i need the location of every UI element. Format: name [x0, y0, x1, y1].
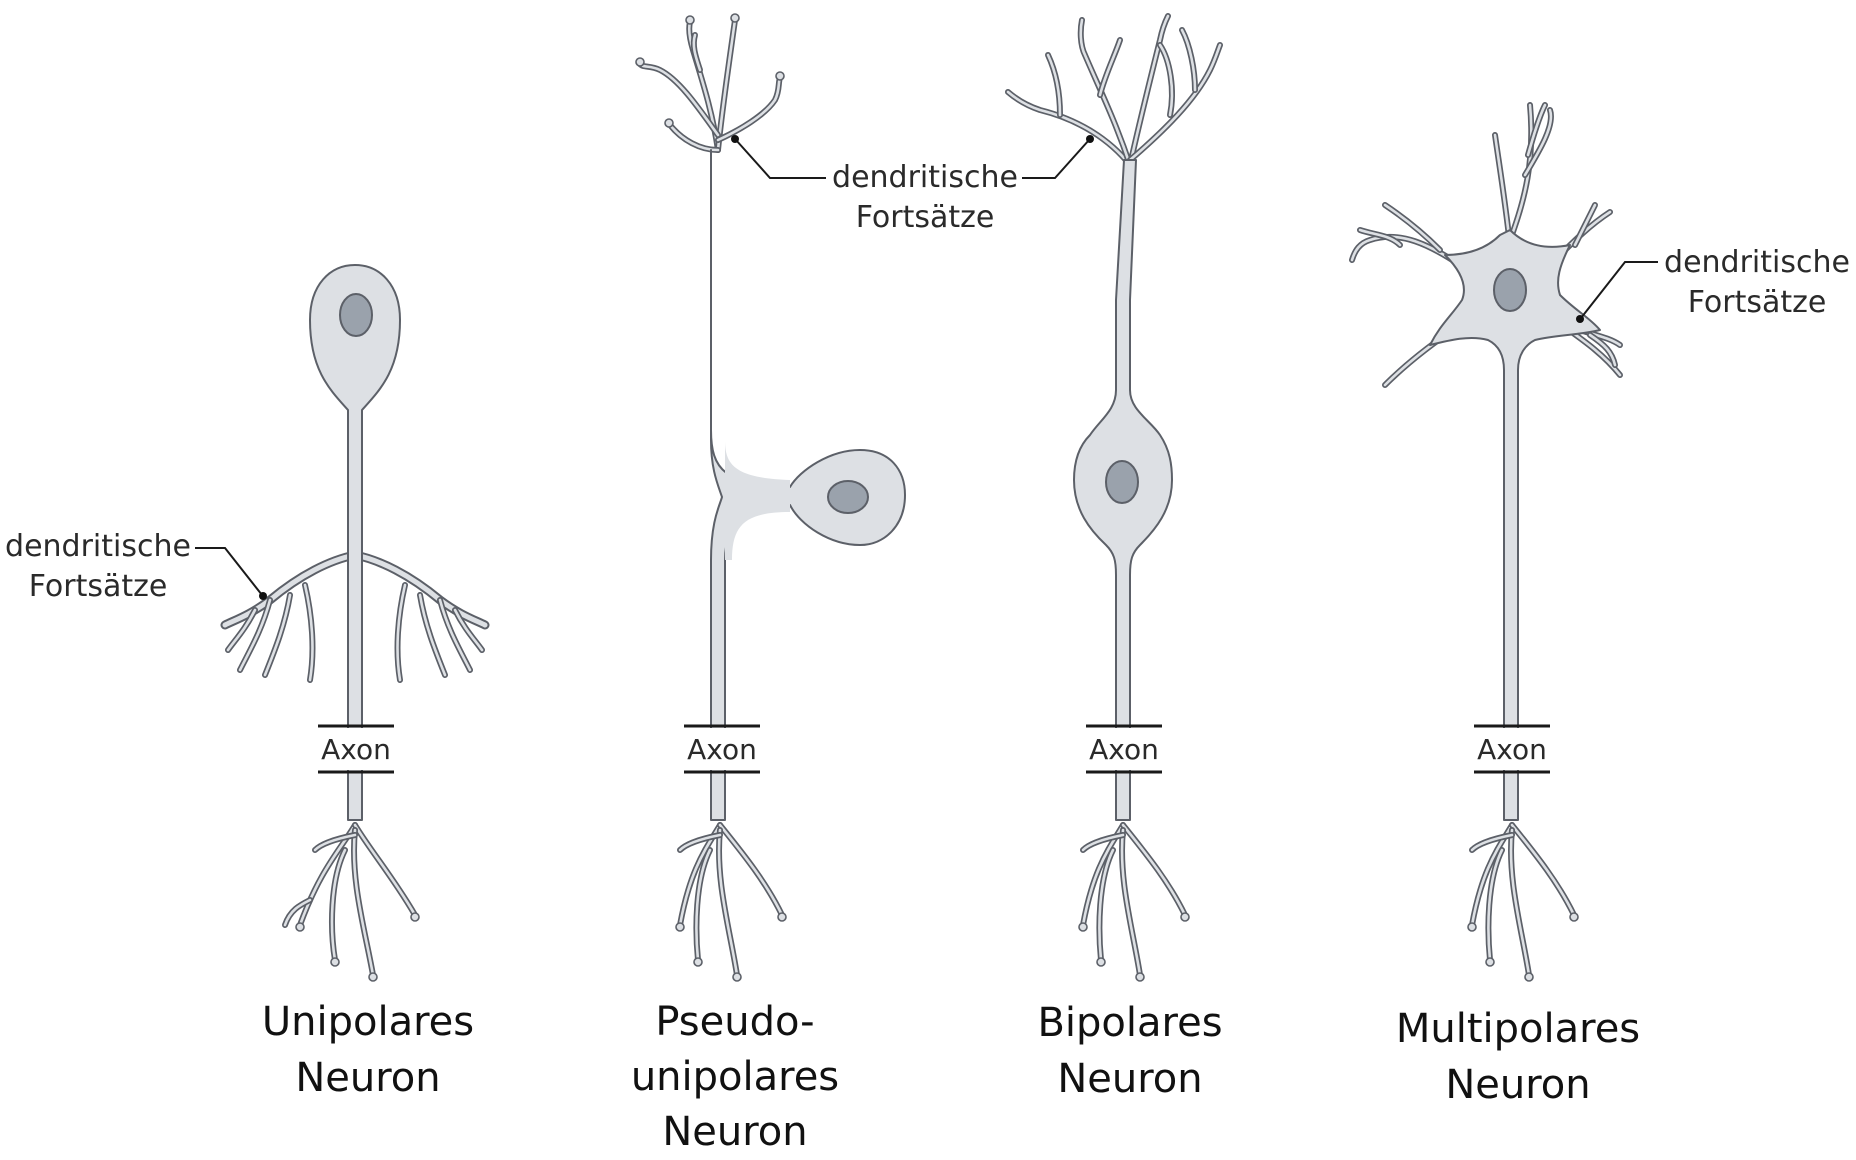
unipolar-title-2: Neuron: [295, 1055, 440, 1101]
unipolar-nucleus: [339, 293, 373, 337]
multipolar-soma: [1429, 229, 1601, 821]
bipolar-axon-break: Axon: [1086, 724, 1162, 774]
unipolar-title-1: Unipolares: [262, 999, 474, 1045]
unipolar-dendrite-callout: dendritische Fortsätze: [5, 529, 267, 604]
bipolar-nucleus: [1105, 460, 1139, 504]
unipolar-terminals: [282, 822, 420, 982]
bipolar-dendrite-callout: [1022, 135, 1094, 179]
bipolar-title-1: Bipolares: [1037, 1000, 1222, 1046]
bipolar-neuron: Axon Bipolares Neuron: [1005, 13, 1223, 1102]
pseudounipolar-dendrites: [635, 13, 785, 153]
pseudounipolar-nucleus: [827, 480, 869, 514]
pseudounipolar-title-1: Pseudo-: [655, 999, 814, 1045]
multipolar-nucleus: [1493, 268, 1527, 312]
multipolar-dendrite-label-1: dendritische: [1664, 245, 1850, 280]
bipolar-dendrites: [1005, 13, 1223, 168]
unipolar-soma: [309, 264, 401, 821]
multipolar-dendrite-label-2: Fortsätze: [1688, 285, 1827, 320]
multipolar-title-2: Neuron: [1445, 1062, 1590, 1108]
unipolar-dendrite-label-2: Fortsätze: [29, 569, 168, 604]
multipolar-terminals: [1467, 822, 1579, 982]
unipolar-axon-break: Axon: [318, 724, 394, 774]
multipolar-dendrite-callout: dendritische Fortsätze: [1576, 245, 1850, 323]
pseudounipolar-dendrite-label-2: Fortsätze: [856, 200, 995, 235]
pseudounipolar-neuron: Axon dendritische Fortsätze Pseudo- unip…: [631, 13, 1018, 1155]
unipolar-axon-label: Axon: [321, 733, 391, 766]
pseudounipolar-terminals: [675, 822, 787, 982]
pseudounipolar-title-3: Neuron: [662, 1109, 807, 1155]
multipolar-title-1: Multipolares: [1396, 1006, 1640, 1052]
pseudounipolar-title-2: unipolares: [631, 1054, 839, 1100]
multipolar-axon-label: Axon: [1477, 733, 1547, 766]
bipolar-terminals: [1078, 822, 1190, 982]
bipolar-title-2: Neuron: [1057, 1056, 1202, 1102]
pseudounipolar-axon-break: Axon: [684, 724, 760, 774]
pseudounipolar-dendrite-callout: dendritische Fortsätze: [731, 135, 1018, 235]
bipolar-axon-label: Axon: [1089, 733, 1159, 766]
multipolar-neuron: Axon dendritische Fortsätze Multipolares…: [1349, 102, 1850, 1108]
unipolar-neuron: Axon dendritische Fortsätze Unipolares N…: [5, 264, 490, 1101]
pseudounipolar-axon-label: Axon: [687, 733, 757, 766]
multipolar-axon-break: Axon: [1474, 724, 1550, 774]
unipolar-dendrite-label-1: dendritische: [5, 529, 191, 564]
pseudounipolar-dendrite-label-1: dendritische: [832, 160, 1018, 195]
pseudounipolar-soma: [710, 149, 906, 821]
unipolar-dendrites: [220, 550, 490, 683]
